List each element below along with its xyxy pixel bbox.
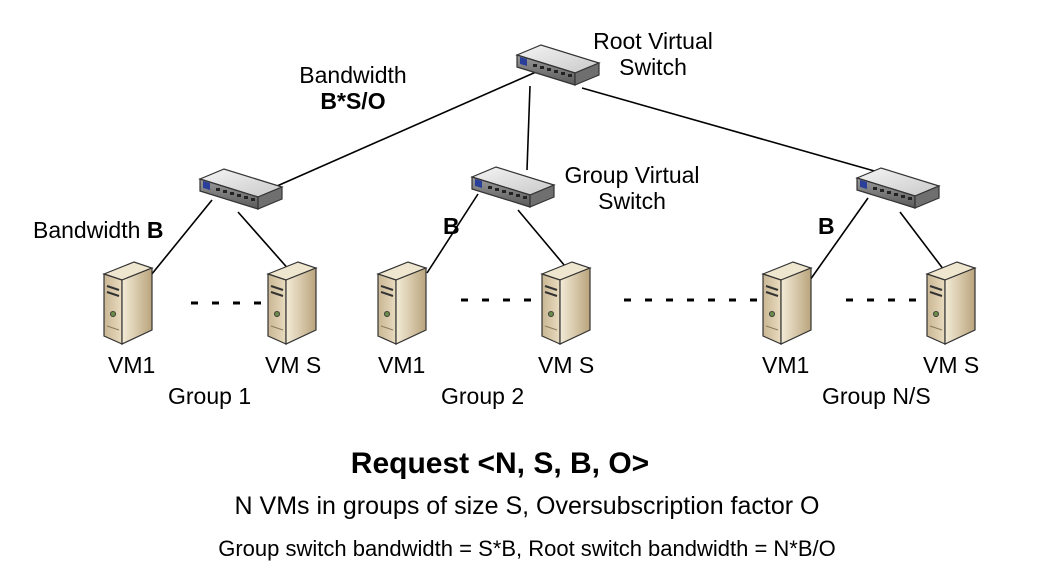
group1-vms-server-icon [267, 261, 317, 345]
group3-vms-label: VM S [923, 352, 980, 378]
link-g3-vms [899, 211, 951, 279]
root-bandwidth-label: Bandwidth B*S/O [299, 62, 407, 114]
link-g1-vms [237, 211, 292, 273]
request-bandwidth-formula: Group switch bandwidth = S*B, Root switc… [218, 536, 836, 561]
group3-switch-icon [856, 167, 940, 209]
group1-switch-icon [199, 168, 283, 210]
group2-switch-icon [471, 166, 555, 208]
group2-name: Group 2 [441, 383, 525, 409]
group1-vm1-label: VM1 [108, 352, 156, 378]
group1-name: Group 1 [168, 383, 252, 409]
group2-vm1-server-icon [377, 261, 427, 345]
link-root-group1 [267, 71, 537, 191]
link-g3-vm1 [809, 197, 869, 281]
root-switch-label: Root Virtual Switch [593, 28, 713, 80]
link-root-group2 [526, 85, 531, 171]
group2-vms-label: VM S [538, 352, 595, 378]
link-root-group3 [581, 87, 893, 177]
request-title: Request <N, S, B, O> [350, 447, 650, 480]
group3-name: Group N/S [822, 383, 931, 409]
group3-vm1-label: VM1 [762, 352, 810, 378]
link-g2-vms [517, 209, 571, 273]
vm-bandwidth-label: Bandwidth B [33, 217, 164, 243]
group3-vms-server-icon [926, 261, 976, 345]
group1-vm1-server-icon [103, 261, 153, 345]
link-g2-vm1 [426, 193, 479, 274]
group-switch-label: Group Virtual Switch [564, 162, 700, 214]
link-g1-vm1 [146, 199, 213, 281]
request-description: N VMs in groups of size S, Oversubscript… [234, 492, 820, 520]
group2-vm1-label: VM1 [378, 352, 426, 378]
group1-vms-label: VM S [265, 352, 322, 378]
group3-vm1-server-icon [762, 261, 812, 345]
group2-vms-server-icon [541, 261, 591, 345]
group2-bandwidth-label: B [443, 213, 460, 239]
group3-bandwidth-label: B [818, 213, 835, 239]
